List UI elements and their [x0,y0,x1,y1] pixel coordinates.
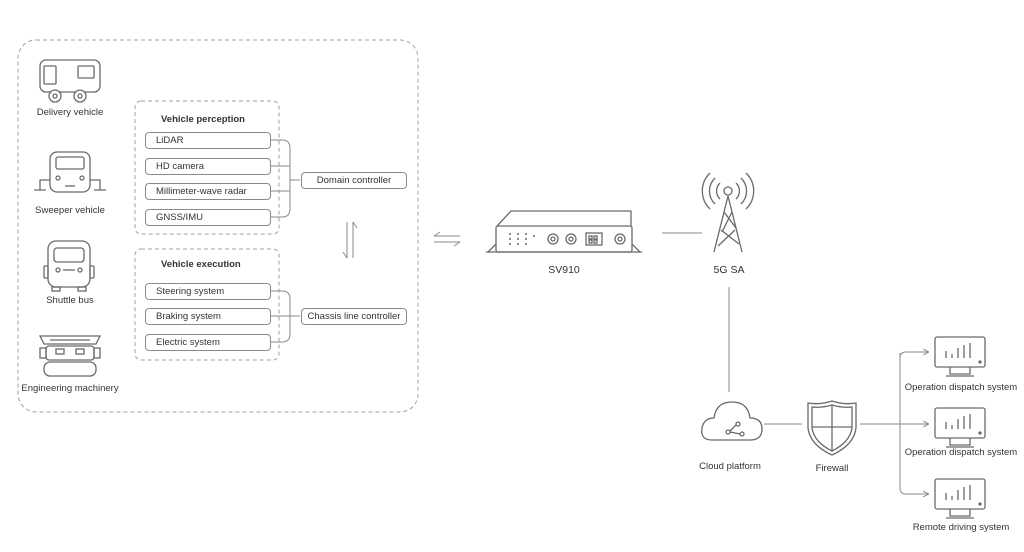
controller-exchange-arrows [342,221,358,259]
shuttle-bus-icon [43,240,95,292]
frame-device-exchange-arrows [433,231,461,247]
execution-item-steering: Steering system [145,283,271,300]
perception-title: Vehicle perception [161,114,245,125]
perception-group-frame [134,100,280,235]
perception-bracket [270,139,300,218]
endpoint-label-dispatch-2: Operation dispatch system [904,447,1018,458]
vehicle-label-engineering: Engineering machinery [21,383,119,394]
vehicle-label-sweeper: Sweeper vehicle [35,205,105,216]
perception-item-radar: Millimeter-wave radar [145,183,271,200]
execution-item-electric: Electric system [145,334,271,351]
monitor-chart-icon [934,478,986,519]
execution-bracket [270,290,300,343]
engineering-machinery-icon [38,335,102,377]
device-label: SV910 [548,264,580,276]
cloud-label: Cloud platform [699,461,761,472]
shield-icon [807,400,857,456]
domain-controller: Domain controller [301,172,407,189]
perception-item-lidar: LiDAR [145,132,271,149]
delivery-vehicle-icon [39,59,101,103]
endpoint-label-remote-driving: Remote driving system [912,522,1010,533]
execution-group-frame [134,248,280,361]
perception-item-hd-camera: HD camera [145,158,271,175]
router-device-icon [486,210,642,253]
execution-item-braking: Braking system [145,308,271,325]
vehicle-label-shuttle: Shuttle bus [46,295,94,306]
firewall-label: Firewall [815,463,849,474]
sweeper-vehicle-icon [34,151,106,193]
monitor-chart-icon [934,336,986,377]
vehicle-system-frame [17,39,419,413]
vehicle-label-delivery: Delivery vehicle [36,107,104,118]
firewall-to-endpoints-lines [860,352,928,494]
cell-tower-icon [701,172,755,253]
execution-title: Vehicle execution [161,259,241,270]
perception-item-gnss: GNSS/IMU [145,209,271,226]
cloud-icon [701,401,763,441]
endpoint-label-dispatch-1: Operation dispatch system [904,382,1018,393]
network-label: 5G SA [713,264,745,276]
monitor-chart-icon [934,407,986,448]
chassis-line-controller: Chassis line controller [301,308,407,325]
